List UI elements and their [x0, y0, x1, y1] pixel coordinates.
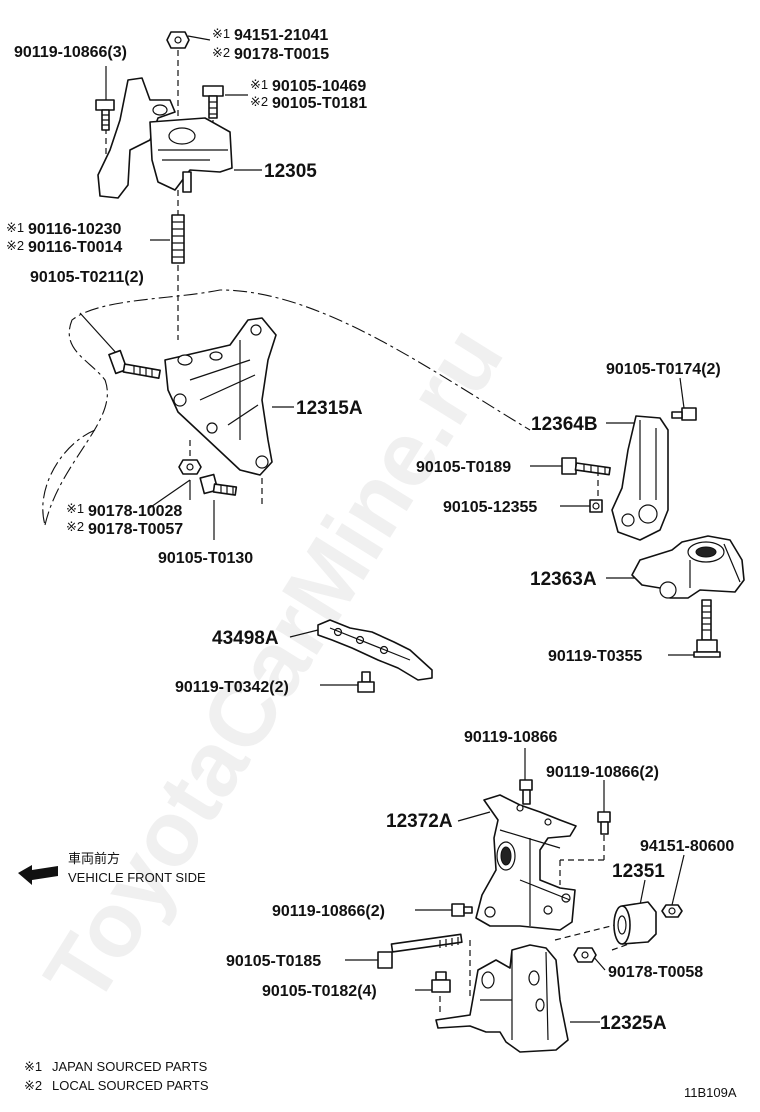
bolt-90105-T0174-2	[671, 407, 697, 421]
nut-90178-10028	[178, 459, 202, 475]
label-12351: 12351	[612, 861, 665, 882]
bolt-90119-10866-2-upper	[597, 811, 611, 835]
bolt-90119-10866-3	[95, 99, 115, 131]
label-90116-10230: 90116-10230	[28, 221, 122, 238]
nut-94151-21041	[166, 31, 190, 49]
label-90105-T0174-2: 90105-T0174(2)	[606, 361, 721, 378]
label-90178-10028: 90178-10028	[88, 503, 182, 520]
label-90105-T0181: 90105-T0181	[272, 95, 367, 112]
part-43498A-plate	[317, 619, 433, 681]
front-direction-arrow-icon	[18, 865, 58, 885]
part-12372A-bracket	[475, 794, 577, 931]
mark-jp-3: ※1	[6, 220, 24, 235]
bolt-90119-T0342-2	[357, 671, 375, 693]
label-90105-12355: 90105-12355	[443, 499, 537, 516]
part-12325A-bracket	[435, 944, 569, 1053]
part-labels: 90119-10866(3) ※1 94151-21041 ※2 90178-T…	[6, 26, 734, 1034]
part-12315A-bracket	[164, 317, 277, 476]
part-12364B-bracket	[611, 415, 669, 541]
mark-local-3: ※2	[6, 238, 24, 253]
label-90105-10469: 90105-10469	[272, 78, 366, 95]
label-12305: 12305	[264, 161, 317, 182]
nut-94151-80600	[661, 904, 683, 918]
direction-en: VEHICLE FRONT SIDE	[68, 870, 206, 885]
label-90116-T0014: 90116-T0014	[28, 239, 122, 256]
label-90119-10866-2-upper: 90119-10866(2)	[546, 764, 659, 781]
bolt-90105-T0182-4	[431, 971, 451, 993]
bolt-90119-10866-2-lower	[451, 903, 473, 917]
label-94151-80600: 94151-80600	[640, 838, 734, 855]
mark-local-2: ※2	[250, 94, 268, 109]
bolt-90105-T0211-2	[108, 349, 161, 379]
label-90105-T0182-4: 90105-T0182(4)	[262, 983, 377, 1000]
mark-jp-1: ※1	[212, 26, 230, 41]
bolt-90105-T0130	[199, 473, 238, 496]
label-90178-T0057: 90178-T0057	[88, 521, 183, 538]
part-12363A-mount	[631, 535, 745, 599]
bolt-90105-12355	[589, 499, 603, 513]
bolt-90105-T0185	[377, 933, 463, 969]
label-94151-21041: 94151-21041	[234, 27, 328, 44]
part-12351-insulator	[613, 901, 657, 945]
label-90119-10866-3: 90119-10866(3)	[14, 44, 127, 61]
label-90105-T0211-2: 90105-T0211(2)	[30, 269, 144, 286]
label-90119-T0355: 90119-T0355	[548, 648, 642, 665]
bolt-90119-T0355	[693, 599, 721, 658]
bolt-90105-T0189	[561, 457, 611, 476]
legend: ※1 JAPAN SOURCED PARTS ※2 LOCAL SOURCED …	[24, 1059, 209, 1093]
label-12325A: 12325A	[600, 1013, 667, 1034]
label-90178-T0015: 90178-T0015	[234, 46, 329, 63]
legend-mark-2: ※2	[24, 1078, 42, 1093]
label-12372A: 12372A	[386, 811, 453, 832]
label-43498A: 43498A	[212, 628, 279, 649]
label-90105-T0185: 90105-T0185	[226, 953, 321, 970]
bolt-90105-10469	[202, 85, 224, 119]
mark-local-4: ※2	[66, 519, 84, 534]
label-90119-10866-2-lower: 90119-10866(2)	[272, 903, 385, 920]
label-12363A: 12363A	[530, 569, 597, 590]
legend-mark-1: ※1	[24, 1059, 42, 1074]
direction-jp: 車両前方	[68, 851, 120, 866]
label-90119-T0342-2: 90119-T0342(2)	[175, 679, 289, 696]
label-12315A: 12315A	[296, 398, 363, 419]
mark-jp-4: ※1	[66, 501, 84, 516]
mark-jp-2: ※1	[250, 77, 268, 92]
diagram-code: 11B109A	[684, 1085, 737, 1100]
part-12305-engine-mount-upper	[97, 77, 233, 199]
legend-text-1: JAPAN SOURCED PARTS	[52, 1059, 208, 1074]
label-90178-T0058: 90178-T0058	[608, 964, 703, 981]
bolt-90119-10866	[519, 779, 533, 805]
label-90105-T0189: 90105-T0189	[416, 459, 511, 476]
label-12364B: 12364B	[531, 414, 598, 435]
label-90119-10866: 90119-10866	[464, 729, 558, 746]
label-90105-T0130: 90105-T0130	[158, 550, 253, 567]
stud-90116-10230	[171, 214, 185, 264]
nut-90178-T0058	[573, 947, 597, 963]
mark-local-1: ※2	[212, 45, 230, 60]
legend-text-2: LOCAL SOURCED PARTS	[52, 1078, 209, 1093]
